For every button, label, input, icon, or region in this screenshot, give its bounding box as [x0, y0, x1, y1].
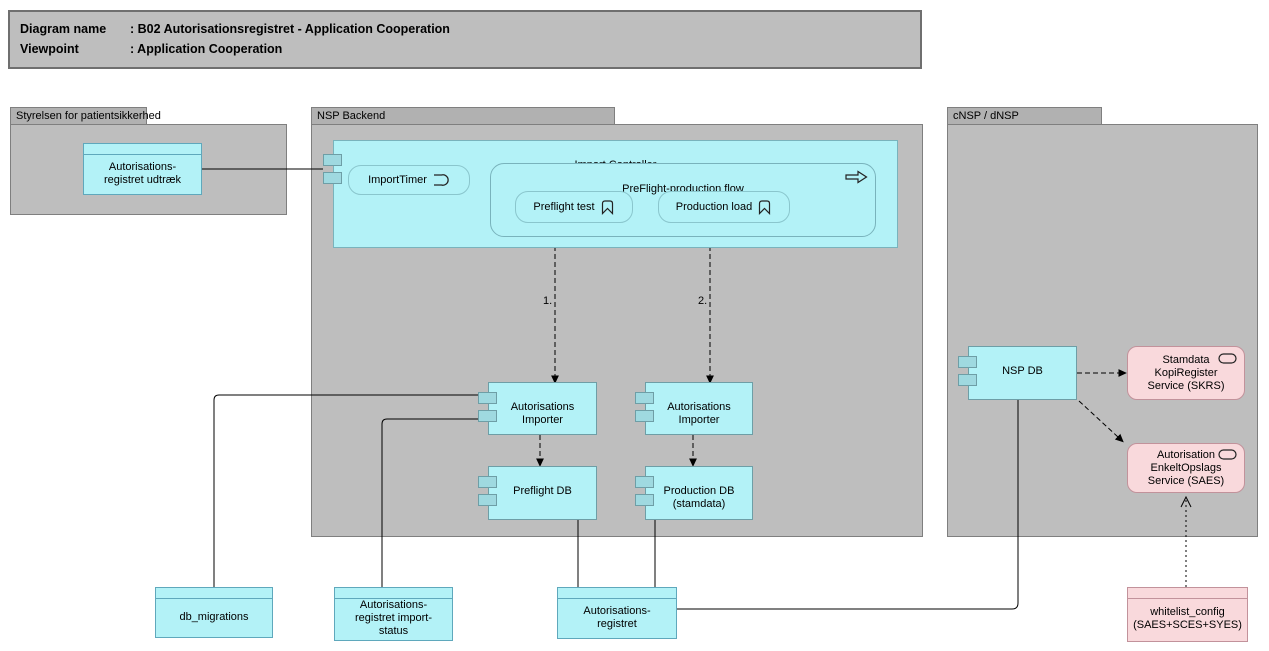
- node-label: whitelist_config (SAES+SCES+SYES): [1133, 606, 1242, 631]
- title-row-label: Diagram name: [20, 22, 107, 36]
- node-label: Autorisations- registret: [583, 604, 651, 630]
- process-arrow-icon: [845, 170, 868, 184]
- node-production-db[interactable]: Production DB (stamdata): [645, 466, 753, 520]
- node-label: Autorisations Importer: [510, 401, 575, 426]
- service-icon: [1218, 449, 1237, 460]
- component-port-icon: [478, 476, 497, 488]
- node-nsp-db[interactable]: NSP DB: [968, 346, 1077, 400]
- component-port-icon: [478, 392, 497, 404]
- function-icon: [759, 200, 771, 215]
- node-label: Autorisations Importer: [667, 401, 731, 426]
- node-label: Autorisation EnkeltOpslags Service (SAES…: [1147, 448, 1225, 487]
- node-label: Preflight DB: [513, 485, 572, 497]
- node-import-timer[interactable]: ImportTimer: [348, 165, 470, 195]
- node-autorisationsregistret[interactable]: Autorisations- registret: [557, 587, 677, 639]
- node-autorisations-importer-production[interactable]: Autorisations Importer: [645, 382, 753, 435]
- node-db-migrations[interactable]: db_migrations: [155, 587, 273, 638]
- group-tab-nsp-backend[interactable]: NSP Backend: [311, 107, 615, 124]
- component-port-icon: [958, 356, 977, 368]
- flow-step-2-label: 2.: [698, 295, 708, 307]
- viewpoint-row-label: Viewpoint: [20, 42, 79, 56]
- node-autorisations-importer-preflight[interactable]: Autorisations Importer: [488, 382, 597, 435]
- flow-step-1-label: 1.: [543, 295, 553, 307]
- node-label: Autorisations- registret import- status: [354, 599, 433, 637]
- component-port-icon: [478, 494, 497, 506]
- artifact-band: [558, 588, 676, 599]
- title-row-value: : B02 Autorisationsregistret - Applicati…: [130, 22, 450, 36]
- artifact-band: [84, 144, 201, 155]
- node-autorisationsregistret-udtraek[interactable]: Autorisations- registret udtræk: [83, 143, 202, 195]
- component-port-icon: [635, 476, 654, 488]
- node-label: Autorisations- registret udtræk: [103, 160, 182, 186]
- node-production-load[interactable]: Production load: [658, 191, 790, 223]
- component-port-icon: [478, 410, 497, 422]
- artifact-band: [335, 588, 452, 599]
- artifact-band: [156, 588, 272, 599]
- node-label: db_migrations: [179, 610, 249, 623]
- service-icon: [1218, 353, 1237, 364]
- node-label: NSP DB: [1002, 365, 1043, 377]
- component-port-icon: [958, 374, 977, 386]
- component-port-icon: [635, 494, 654, 506]
- viewpoint-row-value: : Application Cooperation: [130, 42, 283, 56]
- node-label: Preflight test: [533, 200, 595, 213]
- group-tab-cnsp-dnsp[interactable]: cNSP / dNSP: [947, 107, 1102, 124]
- function-icon: [601, 200, 613, 215]
- node-skrs-service[interactable]: Stamdata KopiRegister Service (SKRS): [1127, 346, 1245, 400]
- component-port-icon: [635, 392, 654, 404]
- node-whitelist-config[interactable]: whitelist_config (SAES+SCES+SYES): [1127, 587, 1248, 642]
- node-label: ImportTimer: [368, 173, 427, 186]
- group-tab-styrelsen[interactable]: Styrelsen for patientsikkerhed: [10, 107, 161, 124]
- component-port-icon: [635, 410, 654, 422]
- event-icon: [433, 174, 449, 186]
- node-label: Production DB (stamdata): [663, 485, 735, 510]
- component-port-icon: [323, 172, 342, 184]
- node-autorisationsregistret-import-status[interactable]: Autorisations- registret import- status: [334, 587, 453, 641]
- diagram-title-box: Diagram name : B02 Autorisationsregistre…: [8, 10, 922, 69]
- artifact-band: [1128, 588, 1247, 599]
- node-label: Production load: [675, 200, 753, 213]
- node-preflight-db[interactable]: Preflight DB: [488, 466, 597, 520]
- component-port-icon: [323, 154, 342, 166]
- node-saes-service[interactable]: Autorisation EnkeltOpslags Service (SAES…: [1127, 443, 1245, 493]
- node-preflight-test[interactable]: Preflight test: [515, 191, 633, 223]
- node-label: Stamdata KopiRegister Service (SKRS): [1147, 353, 1225, 392]
